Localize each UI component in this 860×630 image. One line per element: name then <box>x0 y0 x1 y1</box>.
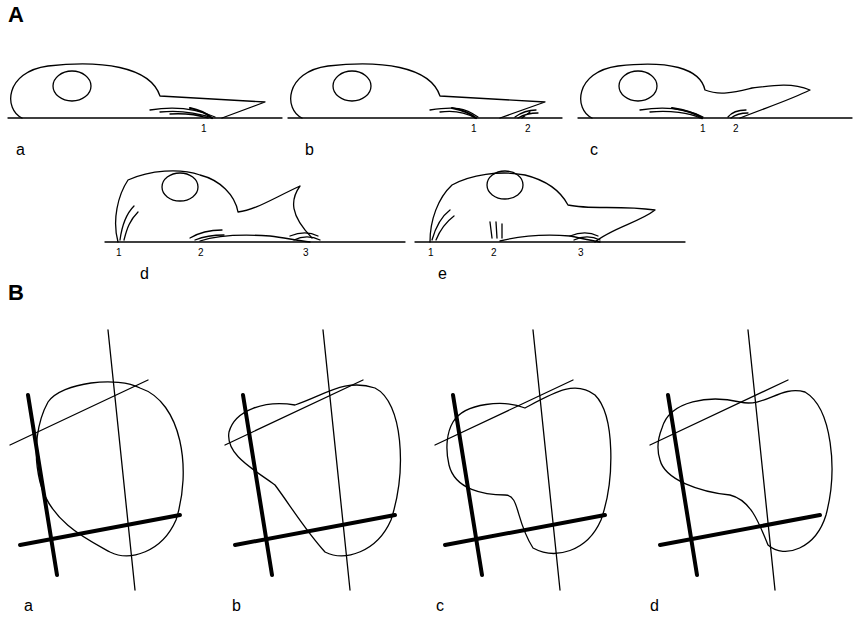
cell-d <box>105 171 405 242</box>
callout-number: 2 <box>525 124 531 134</box>
callout-number: 2 <box>198 248 204 258</box>
cell-b <box>288 64 562 118</box>
grid-frame-d <box>650 330 832 590</box>
grid-frame-c <box>435 330 611 590</box>
callout-number: 1 <box>471 124 477 134</box>
callout-number: 1 <box>700 124 706 134</box>
callout-number: 1 <box>428 248 434 258</box>
cell-letter: c <box>590 142 598 158</box>
cell-e <box>415 171 685 242</box>
cell-a <box>8 64 282 118</box>
cell-letter: d <box>140 266 149 282</box>
frame-letter: b <box>232 598 241 614</box>
cell-letter: b <box>305 142 314 158</box>
grid-frame-a <box>10 330 183 590</box>
callout-number: 3 <box>303 248 309 258</box>
cell-letter: e <box>438 266 447 282</box>
cell-c <box>578 64 852 118</box>
panel-letter: B <box>8 282 24 304</box>
frame-letter: c <box>436 598 444 614</box>
callout-number: 3 <box>578 248 584 258</box>
callout-number: 2 <box>491 248 497 258</box>
callout-number: 1 <box>201 124 207 134</box>
callout-number: 1 <box>116 248 122 258</box>
panel-letter: A <box>8 4 24 26</box>
callout-number: 2 <box>733 124 739 134</box>
frame-letter: d <box>650 598 659 614</box>
grid-frame-b <box>225 330 400 590</box>
frame-letter: a <box>24 598 33 614</box>
cell-letter: a <box>16 142 25 158</box>
